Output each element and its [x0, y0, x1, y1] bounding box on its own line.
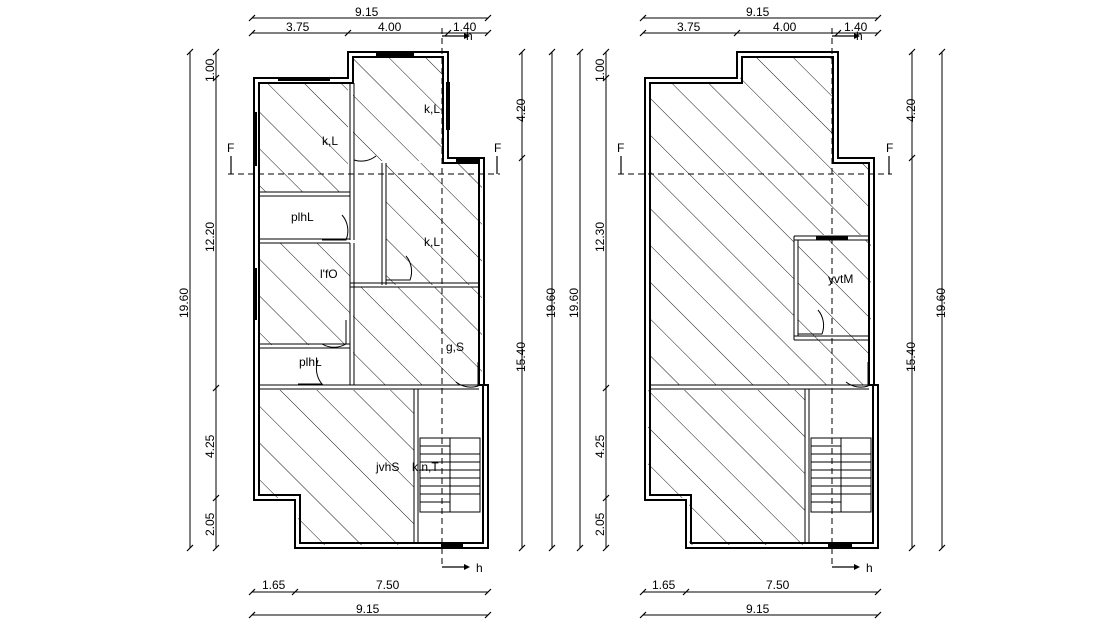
right-section-mark-bottom: h — [866, 561, 873, 575]
left-room-label-4: plhL — [291, 210, 314, 224]
right-top-dim-a: 3.75 — [677, 20, 701, 34]
left-plan: 9.15 3.75 4.00 1.40 1.65 7.50 9.15 19.60… — [177, 5, 558, 619]
left-room-label-8: jvhS — [375, 460, 399, 474]
left-side-overall-dim: 19.60 — [177, 288, 191, 318]
right-plan-left-dim-c: 4.25 — [593, 434, 607, 458]
left-windows — [253, 52, 480, 548]
left-top-dim-c: 1.40 — [453, 20, 477, 34]
left-top-dim-b: 4.00 — [378, 20, 402, 34]
right-side-overall-dim: 19.60 — [544, 288, 558, 318]
right-hatch — [648, 56, 871, 545]
left-top-overall-dim: 9.15 — [355, 5, 379, 19]
right-plan-left-dim-a: 1.00 — [593, 58, 607, 82]
left-room-label-2: k,L — [424, 102, 440, 116]
right-side-dim-b: 15.40 — [514, 342, 528, 372]
right-plan-left-dim-b: 12.30 — [593, 222, 607, 252]
right-top-dim-c: 1.40 — [844, 20, 868, 34]
right-bottom-dim-a: 1.65 — [652, 578, 676, 592]
left-side-dim-d: 2.05 — [203, 512, 217, 536]
right-doors — [798, 309, 869, 388]
left-dimension-lines — [186, 14, 556, 619]
left-section-mark-bottom: h — [476, 561, 483, 575]
right-plan-right-dim-a: 4.20 — [904, 98, 918, 122]
left-side-dim-a: 1.00 — [203, 58, 217, 82]
right-side-dim-a: 4.20 — [514, 98, 528, 122]
right-section-mark-left: F — [617, 141, 624, 155]
right-section-mark-top: h — [856, 29, 863, 43]
left-bottom-overall-dim: 9.15 — [356, 602, 380, 616]
left-top-dim-a: 3.75 — [286, 20, 310, 34]
left-doors — [298, 136, 479, 388]
right-dimension-lines — [576, 14, 946, 619]
right-plan: 9.15 3.75 4.00 1.40 1.65 7.50 9.15 19.60… — [567, 5, 948, 619]
right-room-label-1: yvtM — [828, 272, 853, 286]
left-interior-walls — [259, 83, 479, 543]
left-room-label-5: l'fO — [320, 267, 338, 281]
right-top-overall-dim: 9.15 — [746, 5, 770, 19]
right-bottom-dim-b: 7.50 — [766, 578, 790, 592]
right-section-mark-right: F — [886, 141, 893, 155]
left-side-dim-b: 12.20 — [203, 222, 217, 252]
left-room-label-9: k,n,T — [412, 460, 439, 474]
left-section-mark-left: F — [227, 141, 234, 155]
right-plan-left-dim-d: 2.05 — [593, 512, 607, 536]
left-room-label-3: k,L — [424, 235, 440, 249]
left-staircase — [419, 437, 481, 513]
left-section-mark-top: h — [466, 29, 473, 43]
left-room-label-1: k,L — [322, 134, 338, 148]
right-plan-left-overall-dim: 19.60 — [567, 288, 581, 318]
left-bottom-dim-b: 7.50 — [376, 578, 400, 592]
left-side-dim-c: 4.25 — [203, 434, 217, 458]
right-staircase — [810, 437, 872, 513]
left-bottom-dim-a: 1.65 — [262, 578, 286, 592]
right-plan-right-overall-dim: 19.60 — [934, 288, 948, 318]
right-top-dim-b: 4.00 — [773, 20, 797, 34]
left-room-label-6: g,S — [446, 340, 464, 354]
right-bottom-overall-dim: 9.15 — [746, 602, 770, 616]
left-room-label-7: plhL — [299, 355, 322, 369]
right-section-lines — [618, 28, 892, 570]
right-plan-right-dim-b: 15.40 — [904, 342, 918, 372]
left-section-mark-right: F — [494, 141, 501, 155]
left-hatch — [258, 56, 482, 545]
left-section-lines — [228, 28, 500, 570]
